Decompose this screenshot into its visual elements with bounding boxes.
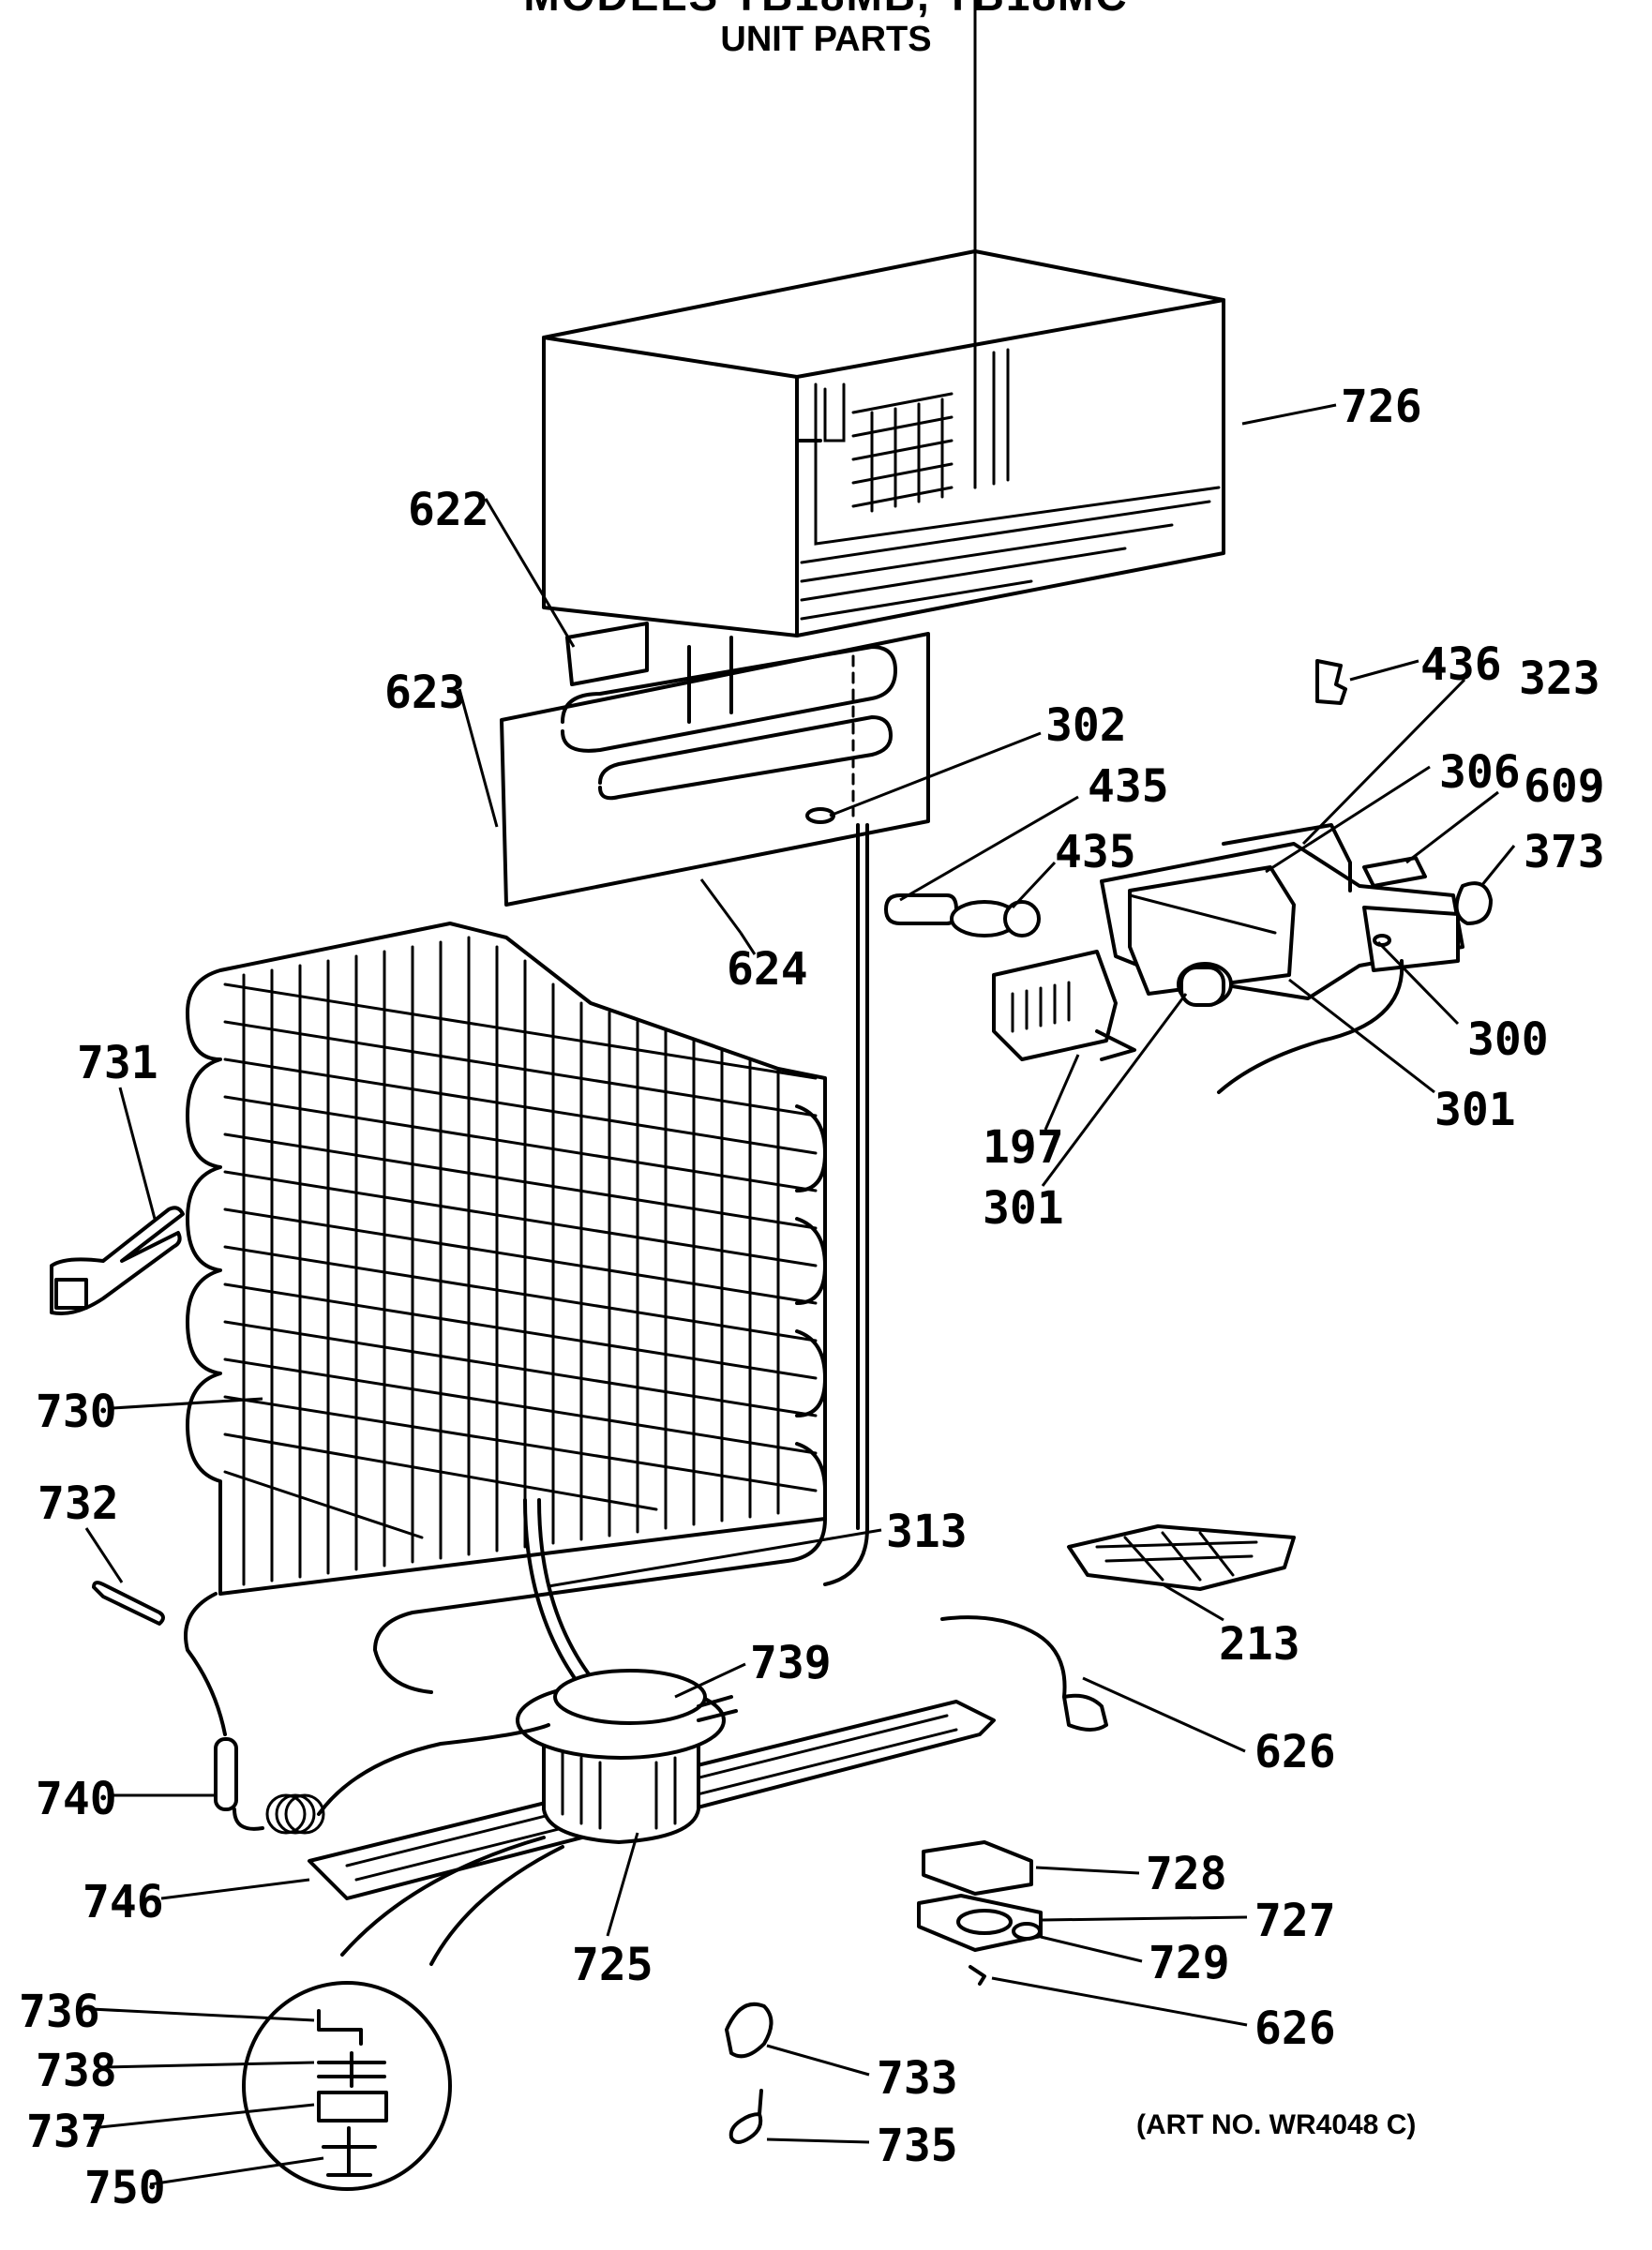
label-435: 435 (1088, 760, 1169, 813)
label-306: 306 (1439, 746, 1521, 799)
label-302: 302 (1045, 699, 1127, 752)
label-729: 729 (1149, 1937, 1230, 1989)
misc-parts-drawing (50, 1206, 1296, 2144)
leader-lines (84, 403, 1516, 2186)
label-740: 740 (36, 1773, 117, 1825)
label-323: 323 (1519, 652, 1600, 705)
label-730: 730 (36, 1386, 117, 1438)
label-435: 435 (1055, 826, 1136, 878)
label-197: 197 (983, 1121, 1064, 1174)
label-750: 750 (84, 2162, 166, 2214)
label-737: 737 (26, 2106, 108, 2158)
label-624: 624 (727, 943, 808, 996)
label-738: 738 (36, 2045, 117, 2097)
freezer-compartment-drawing (542, 0, 1225, 638)
label-300: 300 (1467, 1013, 1549, 1066)
condenser-coil-drawing (184, 823, 869, 1736)
label-726: 726 (1341, 381, 1422, 433)
label-313: 313 (886, 1506, 968, 1558)
label-623: 623 (384, 667, 466, 719)
mounting-detail-drawing (242, 1836, 564, 2191)
label-609: 609 (1524, 760, 1605, 813)
label-626: 626 (1254, 2002, 1336, 2055)
label-626: 626 (1254, 1726, 1336, 1778)
page-subtitle: UNIT PARTS (720, 20, 932, 59)
label-622: 622 (408, 484, 489, 536)
label-731: 731 (77, 1037, 158, 1089)
label-727: 727 (1254, 1895, 1336, 1947)
label-301: 301 (983, 1182, 1064, 1235)
label-739: 739 (750, 1637, 832, 1689)
label-736: 736 (19, 1986, 100, 2038)
art-number: (ART NO. WR4048 C) (1136, 2109, 1417, 2140)
label-725: 725 (572, 1939, 653, 1991)
label-301: 301 (1434, 1084, 1516, 1136)
label-735: 735 (877, 2120, 958, 2172)
label-733: 733 (877, 2052, 958, 2105)
label-746: 746 (83, 1876, 164, 1928)
control-assembly-drawing (884, 659, 1493, 1094)
label-728: 728 (1146, 1848, 1227, 1900)
part-number-labels: 726 622 623 302 435 435 436 323 306 609 … (19, 381, 1605, 2214)
label-373: 373 (1524, 826, 1605, 878)
label-213: 213 (1219, 1618, 1300, 1671)
evaporator-plate-drawing (500, 622, 930, 907)
label-732: 732 (38, 1478, 119, 1530)
compressor-drawing (214, 1669, 996, 1900)
label-436: 436 (1420, 638, 1502, 691)
